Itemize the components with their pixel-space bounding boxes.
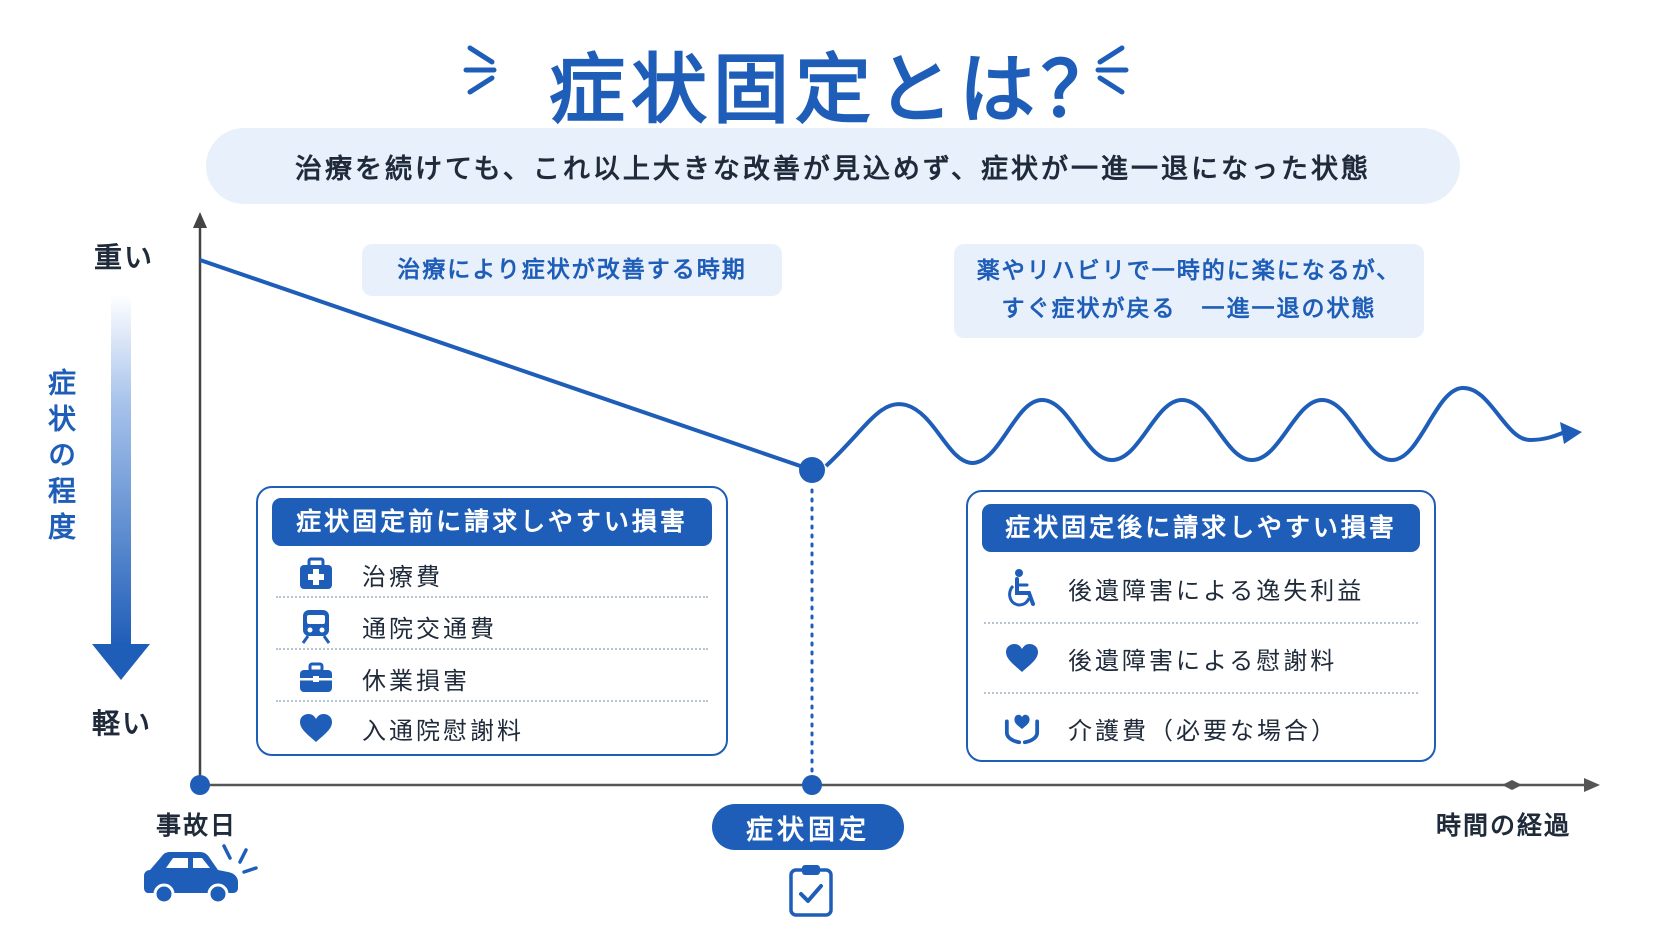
car-accident-icon	[144, 844, 258, 905]
after-damages-box: 症状固定後に請求しやすい損害 後遺障害による逸失利益 後遺障害による慰謝料 介護…	[966, 490, 1436, 762]
briefcase-icon	[298, 660, 334, 696]
divider	[276, 596, 708, 598]
severity-arrow-head	[92, 644, 150, 680]
clipboard-check-icon	[789, 865, 833, 917]
hands-heart-icon	[1004, 710, 1040, 746]
heart-icon	[1004, 640, 1040, 676]
after-item-label: 後遺障害による逸失利益	[1068, 576, 1365, 605]
symptom-fixed-pill: 症状固定	[712, 804, 904, 850]
list-item: 後遺障害による逸失利益	[1004, 569, 1365, 607]
improvement-line	[199, 258, 813, 472]
subtitle-text: 治療を続けても、これ以上大きな改善が見込めず、症状が一進一退になった状態	[295, 153, 1371, 185]
x-axis-origin-dot	[190, 775, 210, 795]
sparkle-left-icon	[463, 45, 497, 95]
subtitle-banner: 治療を続けても、これ以上大きな改善が見込めず、症状が一進一退になった状態	[206, 128, 1460, 204]
phase2-callout-line2: すぐ症状が戻る 一進一退の状態	[1001, 296, 1377, 322]
first-aid-kit-icon	[298, 556, 334, 592]
phase2-callout: 薬やリハビリで一時的に楽になるが、 すぐ症状が戻る 一進一退の状態	[954, 244, 1424, 338]
divider	[276, 648, 708, 650]
phase1-callout-text: 治療により症状が改善する時期	[397, 257, 747, 283]
train-icon	[298, 608, 334, 644]
x-axis-arrowhead	[1584, 778, 1600, 792]
x-axis-start-label: 事故日	[156, 811, 238, 840]
before-damages-box: 症状固定前に請求しやすい損害 治療費 通院交通費 休業損害 入通院慰謝料	[256, 486, 728, 756]
list-item: 後遺障害による慰謝料	[1004, 640, 1337, 676]
symptom-fixed-point	[799, 457, 825, 483]
x-axis-end-label: 時間の経過	[1436, 811, 1572, 840]
y-axis-bottom-label: 軽い	[92, 707, 153, 740]
plateau-wave	[824, 385, 1566, 468]
list-item: 介護費（必要な場合）	[1004, 710, 1338, 746]
before-item-label: 休業損害	[362, 666, 470, 695]
wheelchair-icon	[1004, 569, 1040, 607]
sparkle-right-icon	[1095, 45, 1129, 95]
list-item: 治療費	[298, 556, 443, 592]
severity-arrow-shaft	[111, 295, 131, 645]
x-axis-diamond	[1502, 780, 1522, 790]
phase1-callout: 治療により症状が改善する時期	[362, 244, 782, 296]
before-damages-header: 症状固定前に請求しやすい損害	[272, 498, 712, 546]
after-damages-header: 症状固定後に請求しやすい損害	[982, 504, 1420, 552]
divider	[276, 700, 708, 702]
page-title: 症状固定とは？	[549, 45, 1123, 134]
before-item-label: 通院交通費	[362, 614, 497, 643]
x-axis-fixed-dot	[802, 775, 822, 795]
before-item-label: 入通院慰謝料	[362, 716, 524, 745]
after-item-label: 介護費（必要な場合）	[1068, 716, 1338, 745]
before-item-label: 治療費	[362, 562, 443, 591]
list-item: 入通院慰謝料	[298, 710, 524, 746]
y-axis-arrowhead	[193, 212, 207, 228]
y-axis-top-label: 重い	[94, 241, 155, 274]
divider	[984, 692, 1418, 694]
heart-icon	[298, 710, 334, 746]
after-item-label: 後遺障害による慰謝料	[1068, 646, 1338, 675]
divider	[984, 622, 1418, 624]
wave-arrowhead	[1560, 422, 1582, 444]
symptom-fixed-label: 症状固定	[746, 814, 870, 846]
list-item: 通院交通費	[298, 608, 497, 644]
phase2-callout-line1: 薬やリハビリで一時的に楽になるが、	[976, 258, 1402, 284]
list-item: 休業損害	[298, 660, 470, 696]
y-axis-title: 症状の程度	[44, 368, 77, 548]
